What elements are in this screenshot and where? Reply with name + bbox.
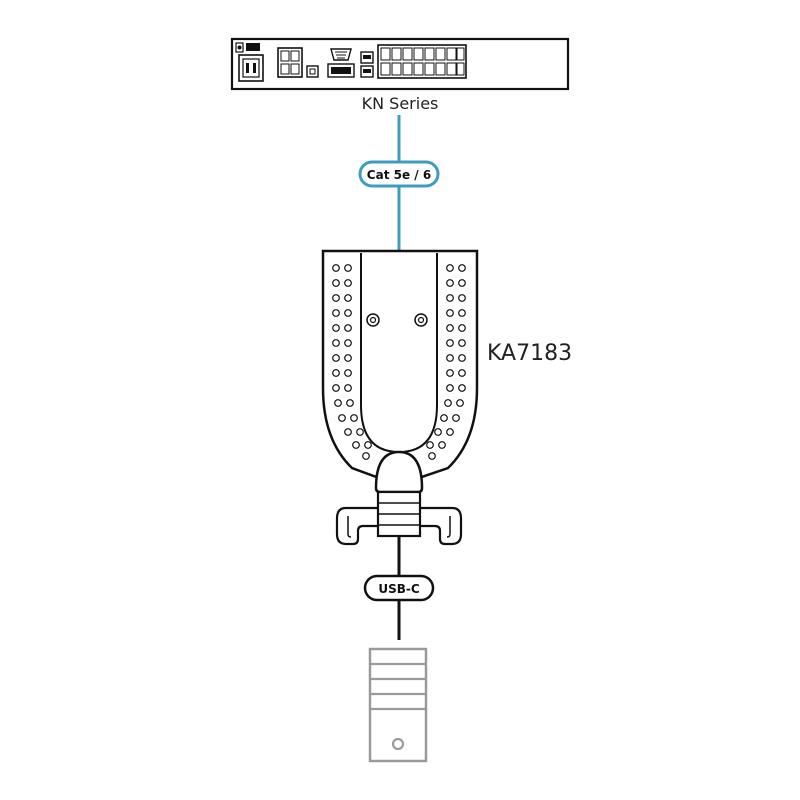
usb-cable-label: USB-C [378,582,420,596]
network-cable-label: Cat 5e / 6 [367,168,431,182]
kvm-switch-icon [230,37,570,91]
network-cable-badge [358,160,440,188]
usb-cable: USB-C [363,536,435,640]
computer-tower-icon [368,647,428,763]
usb-cable-badge [363,574,435,602]
adapter-label: KA7183 [487,341,572,366]
usb-c-adapter-icon [321,249,479,546]
network-cable: Cat 5e / 6 [358,115,440,250]
switch-label: KN Series [362,94,439,113]
